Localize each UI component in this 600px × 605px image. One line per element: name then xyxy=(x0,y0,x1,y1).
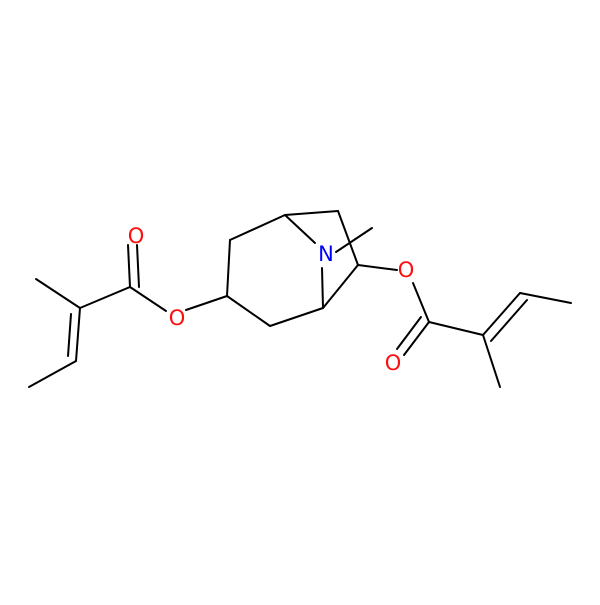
bond-ring-2 xyxy=(229,214,286,241)
nitrogen-bridge-label: N xyxy=(318,242,334,266)
bond-c-oester-left xyxy=(129,286,167,312)
bond-bridgehead-n-top xyxy=(284,214,316,244)
bond-to-carbonyl-left xyxy=(79,286,131,309)
bond-co-right-b xyxy=(396,316,422,350)
bond-ring-3 xyxy=(284,210,339,216)
bond-co-left-b xyxy=(136,244,140,288)
bond-double-left-a xyxy=(75,307,81,362)
bond-ring-7 xyxy=(226,295,271,327)
bond-ch3-chain-right xyxy=(519,292,572,304)
bond-double-right-b xyxy=(490,299,528,342)
bond-ring-1 xyxy=(226,239,231,297)
bond-ch3-chain-left xyxy=(28,360,77,388)
bond-methyl-right xyxy=(482,334,501,388)
bond-carbonyl-alpha-right xyxy=(428,321,484,336)
bond-methyl-left xyxy=(35,278,81,309)
atom-labels: O O N O O xyxy=(128,224,415,375)
oxygen-carbonyl-right-label: O xyxy=(385,351,402,375)
bond-ring-5 xyxy=(322,264,359,309)
bond-ring-4 xyxy=(337,210,359,266)
bond-double-right-a xyxy=(482,292,521,336)
bonds xyxy=(28,210,572,388)
bond-oester-ring-left xyxy=(185,295,228,311)
oxygen-ester-right-label: O xyxy=(398,258,415,282)
oxygen-carbonyl-left-label: O xyxy=(128,224,145,248)
bond-ring-6 xyxy=(269,307,324,327)
bond-n-methyl xyxy=(335,227,373,253)
oxygen-ester-left-label: O xyxy=(169,306,186,330)
bond-bridgehead-n-bottom xyxy=(321,267,324,309)
bond-double-left-b xyxy=(67,313,72,357)
bond-co-right-a xyxy=(403,321,430,356)
bond-oester-c-right xyxy=(412,282,430,323)
bond-ring-oester-right xyxy=(357,264,398,271)
bond-co-left-a xyxy=(127,244,131,288)
